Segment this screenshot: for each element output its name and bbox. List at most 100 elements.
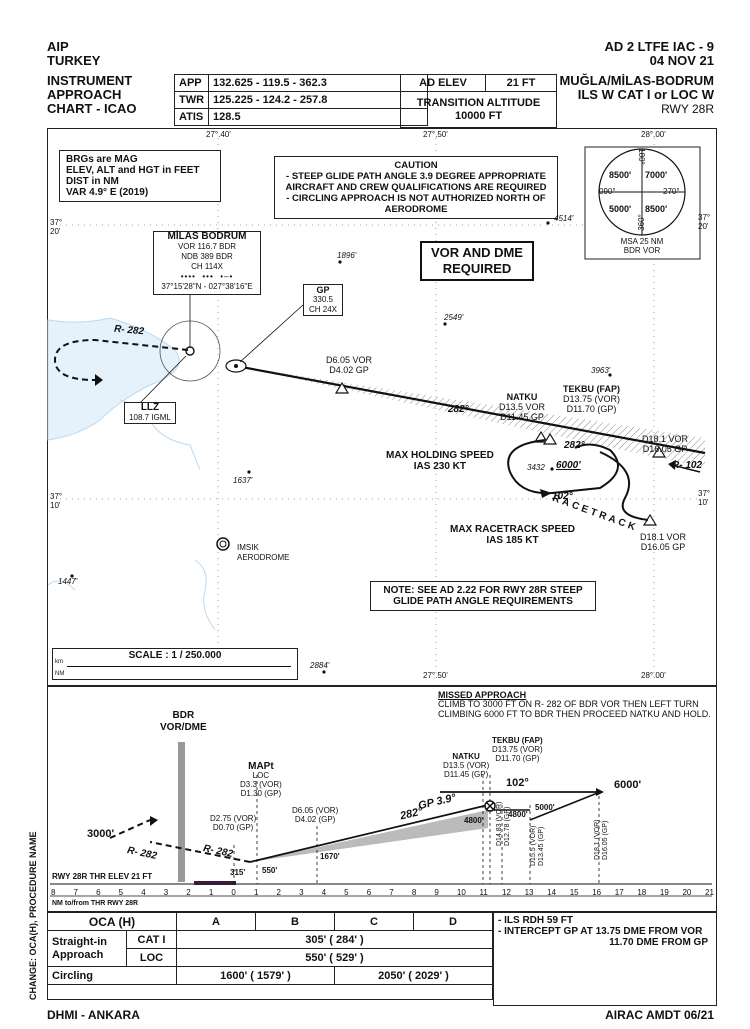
- bdr-ch: CH 114X: [191, 262, 223, 271]
- nm-scale-tick: 14: [547, 888, 557, 897]
- tekbu-label: TEKBU (FAP) D13.75 (VOR) D11.70 (GP): [563, 384, 620, 414]
- natku-name: NATKU: [506, 392, 538, 402]
- alt-1670: 1670': [320, 852, 340, 861]
- fix-line: D16.05 (GP): [602, 820, 609, 860]
- d1483-label: D14.83 (VOR) D12.78 (GP): [496, 802, 512, 846]
- glidepath-line: [249, 804, 489, 863]
- rwy-note-box: NOTE: SEE AD 2.22 FOR RWY 28R STEEP GLID…: [370, 581, 596, 611]
- gp-name: GP: [316, 285, 330, 295]
- aip-label: AIP: [47, 39, 69, 54]
- nm-scale-tick: 2: [186, 888, 191, 897]
- fix-line: D4.02 GP: [329, 365, 369, 375]
- chart-type-1: INSTRUMENT: [47, 73, 133, 88]
- note-line: NOTE: SEE AD 2.22 FOR RWY 28R STEEP: [383, 585, 583, 596]
- gp-station-dot: [234, 364, 238, 368]
- r102-label: R- 102: [672, 460, 703, 471]
- vor-dme-required-box: VOR AND DME REQUIRED: [420, 241, 534, 281]
- spot-elevation: 1896': [337, 251, 357, 260]
- imsik-line: AERODROME: [237, 553, 290, 562]
- nm-scale-tick: 7: [73, 888, 78, 897]
- approach-protection-area: [236, 366, 705, 468]
- nm-scale-tick: 11: [479, 888, 488, 897]
- nm-scale-tick: 20: [682, 888, 692, 897]
- fix-line: D15.5 (VOR): [530, 825, 537, 866]
- caution-title: CAUTION: [394, 160, 438, 171]
- notes-line: VAR 4.9° E (2019): [66, 187, 149, 198]
- nm-scale-tick: 9: [434, 888, 439, 897]
- alt-4800b: 4800': [508, 810, 528, 819]
- fix-line: D18.1 VOR: [640, 532, 687, 542]
- d275-label: D2.75 (VOR) D0.70 (GP): [210, 814, 256, 832]
- oca-col-d: D: [413, 912, 493, 931]
- oca-loc-value: 550' ( 529' ): [176, 948, 493, 967]
- airport-name: MUĞLA/MİLAS-BODRUM: [559, 73, 714, 88]
- fix-line: D13.45 (GP): [538, 826, 545, 866]
- notes-line: ELEV, ALT and HGT in FEET: [66, 165, 200, 176]
- alt-315: 315': [230, 868, 246, 877]
- bdr-profile-label: BDR VOR/DME: [160, 710, 207, 734]
- hold-inbound: [529, 791, 601, 821]
- race-line: IAS 185 KT: [486, 535, 539, 546]
- coastline: [47, 317, 180, 441]
- spot-elevation: 3963': [591, 366, 611, 375]
- fix-line: D13.75 (VOR): [492, 745, 543, 754]
- ad-elev-label: AD ELEV: [400, 74, 486, 92]
- caution-line: - STEEP GLIDE PATH ANGLE 3.9 DEGREE APPR…: [286, 171, 546, 182]
- fix-line: D13.5 VOR: [499, 402, 546, 412]
- morse-code-icon: •••• ••• •–•: [180, 272, 234, 281]
- spot-elevation: 2549': [444, 313, 464, 322]
- nm-scale-tick: 17: [614, 888, 624, 897]
- msa-sw: 5000': [609, 204, 632, 214]
- arrow-head: [540, 489, 552, 498]
- missed-line: CLIMBING 6000 FT TO BDR THEN PROCEED NAT…: [438, 709, 711, 719]
- fix-line: D11.45 (GP): [443, 770, 489, 779]
- mapt-label: MAPt LOC D3.3 (VOR) D1.30 (GP): [240, 762, 282, 799]
- oca-col-c: C: [334, 912, 414, 931]
- notes-line: BRGs are MAG: [66, 154, 138, 165]
- fix-verticals: [233, 775, 600, 884]
- thr-label: RWY 28R THR ELEV 21 FT: [52, 872, 153, 881]
- nm-scale-tick: 10: [456, 888, 466, 897]
- lat-3720-min: 20': [50, 227, 61, 236]
- lat-3710-deg-r: 37°: [698, 489, 711, 498]
- spot-elevation: 1637': [233, 476, 253, 485]
- missed-approach-line: [149, 841, 251, 863]
- msa-ne: 7000': [645, 170, 668, 180]
- nm-scale-tick: 3: [163, 888, 169, 897]
- mapt-line: D3.3 (VOR): [240, 780, 282, 789]
- fix-line: D14.83 (VOR): [496, 801, 503, 846]
- nm-scale-tick: 3: [299, 888, 304, 897]
- bdr-marker-bar: [178, 742, 185, 882]
- app-freq: 132.625 - 119.5 - 362.3: [208, 74, 429, 92]
- imsik-aerodrome-symbol: [216, 537, 230, 551]
- lat-3710-min-r: 10': [698, 498, 709, 507]
- gp-freq: 330.5: [312, 295, 334, 304]
- straight-line: Straight-in: [52, 935, 107, 948]
- fix-line: D6.05 (VOR): [292, 806, 339, 815]
- oca-head: OCA (H): [47, 912, 177, 931]
- straight-line: Approach: [52, 948, 104, 961]
- lat-3720-deg-r: 37°: [698, 213, 711, 222]
- profile-track-102: 102°: [506, 777, 529, 789]
- missed-line: CLIMB TO 3000 FT ON R- 282 OF BDR VOR TH…: [438, 699, 699, 709]
- note-line: GLIDE PATH ANGLE REQUIREMENTS: [393, 596, 573, 607]
- nm-scale-tick: 5: [344, 888, 349, 897]
- fix-605-triangle: [334, 381, 350, 394]
- fix-line: D2.75 (VOR): [210, 814, 257, 823]
- alt-3000: 3000': [87, 828, 115, 840]
- footer-right: AIRAC AMDT 06/21: [605, 1008, 714, 1022]
- fix-line: D13.75 (VOR): [563, 394, 621, 404]
- nm-scale-tick: 16: [592, 888, 602, 897]
- max-racetrack-speed: MAX RACETRACK SPEED IAS 185 KT: [450, 524, 575, 546]
- doc-date: 04 NOV 21: [649, 53, 714, 68]
- country-label: TURKEY: [47, 53, 101, 68]
- nm-scale-tick: 15: [569, 888, 579, 897]
- trans-value: 10000 FT: [454, 109, 503, 122]
- callout-line: [239, 304, 304, 363]
- nm-scale-tick: 4: [321, 888, 327, 897]
- missed-approach-track: [53, 338, 189, 381]
- max-holding-speed: MAX HOLDING SPEED IAS 230 KT: [386, 450, 494, 472]
- track-282-label: 282°: [448, 404, 469, 415]
